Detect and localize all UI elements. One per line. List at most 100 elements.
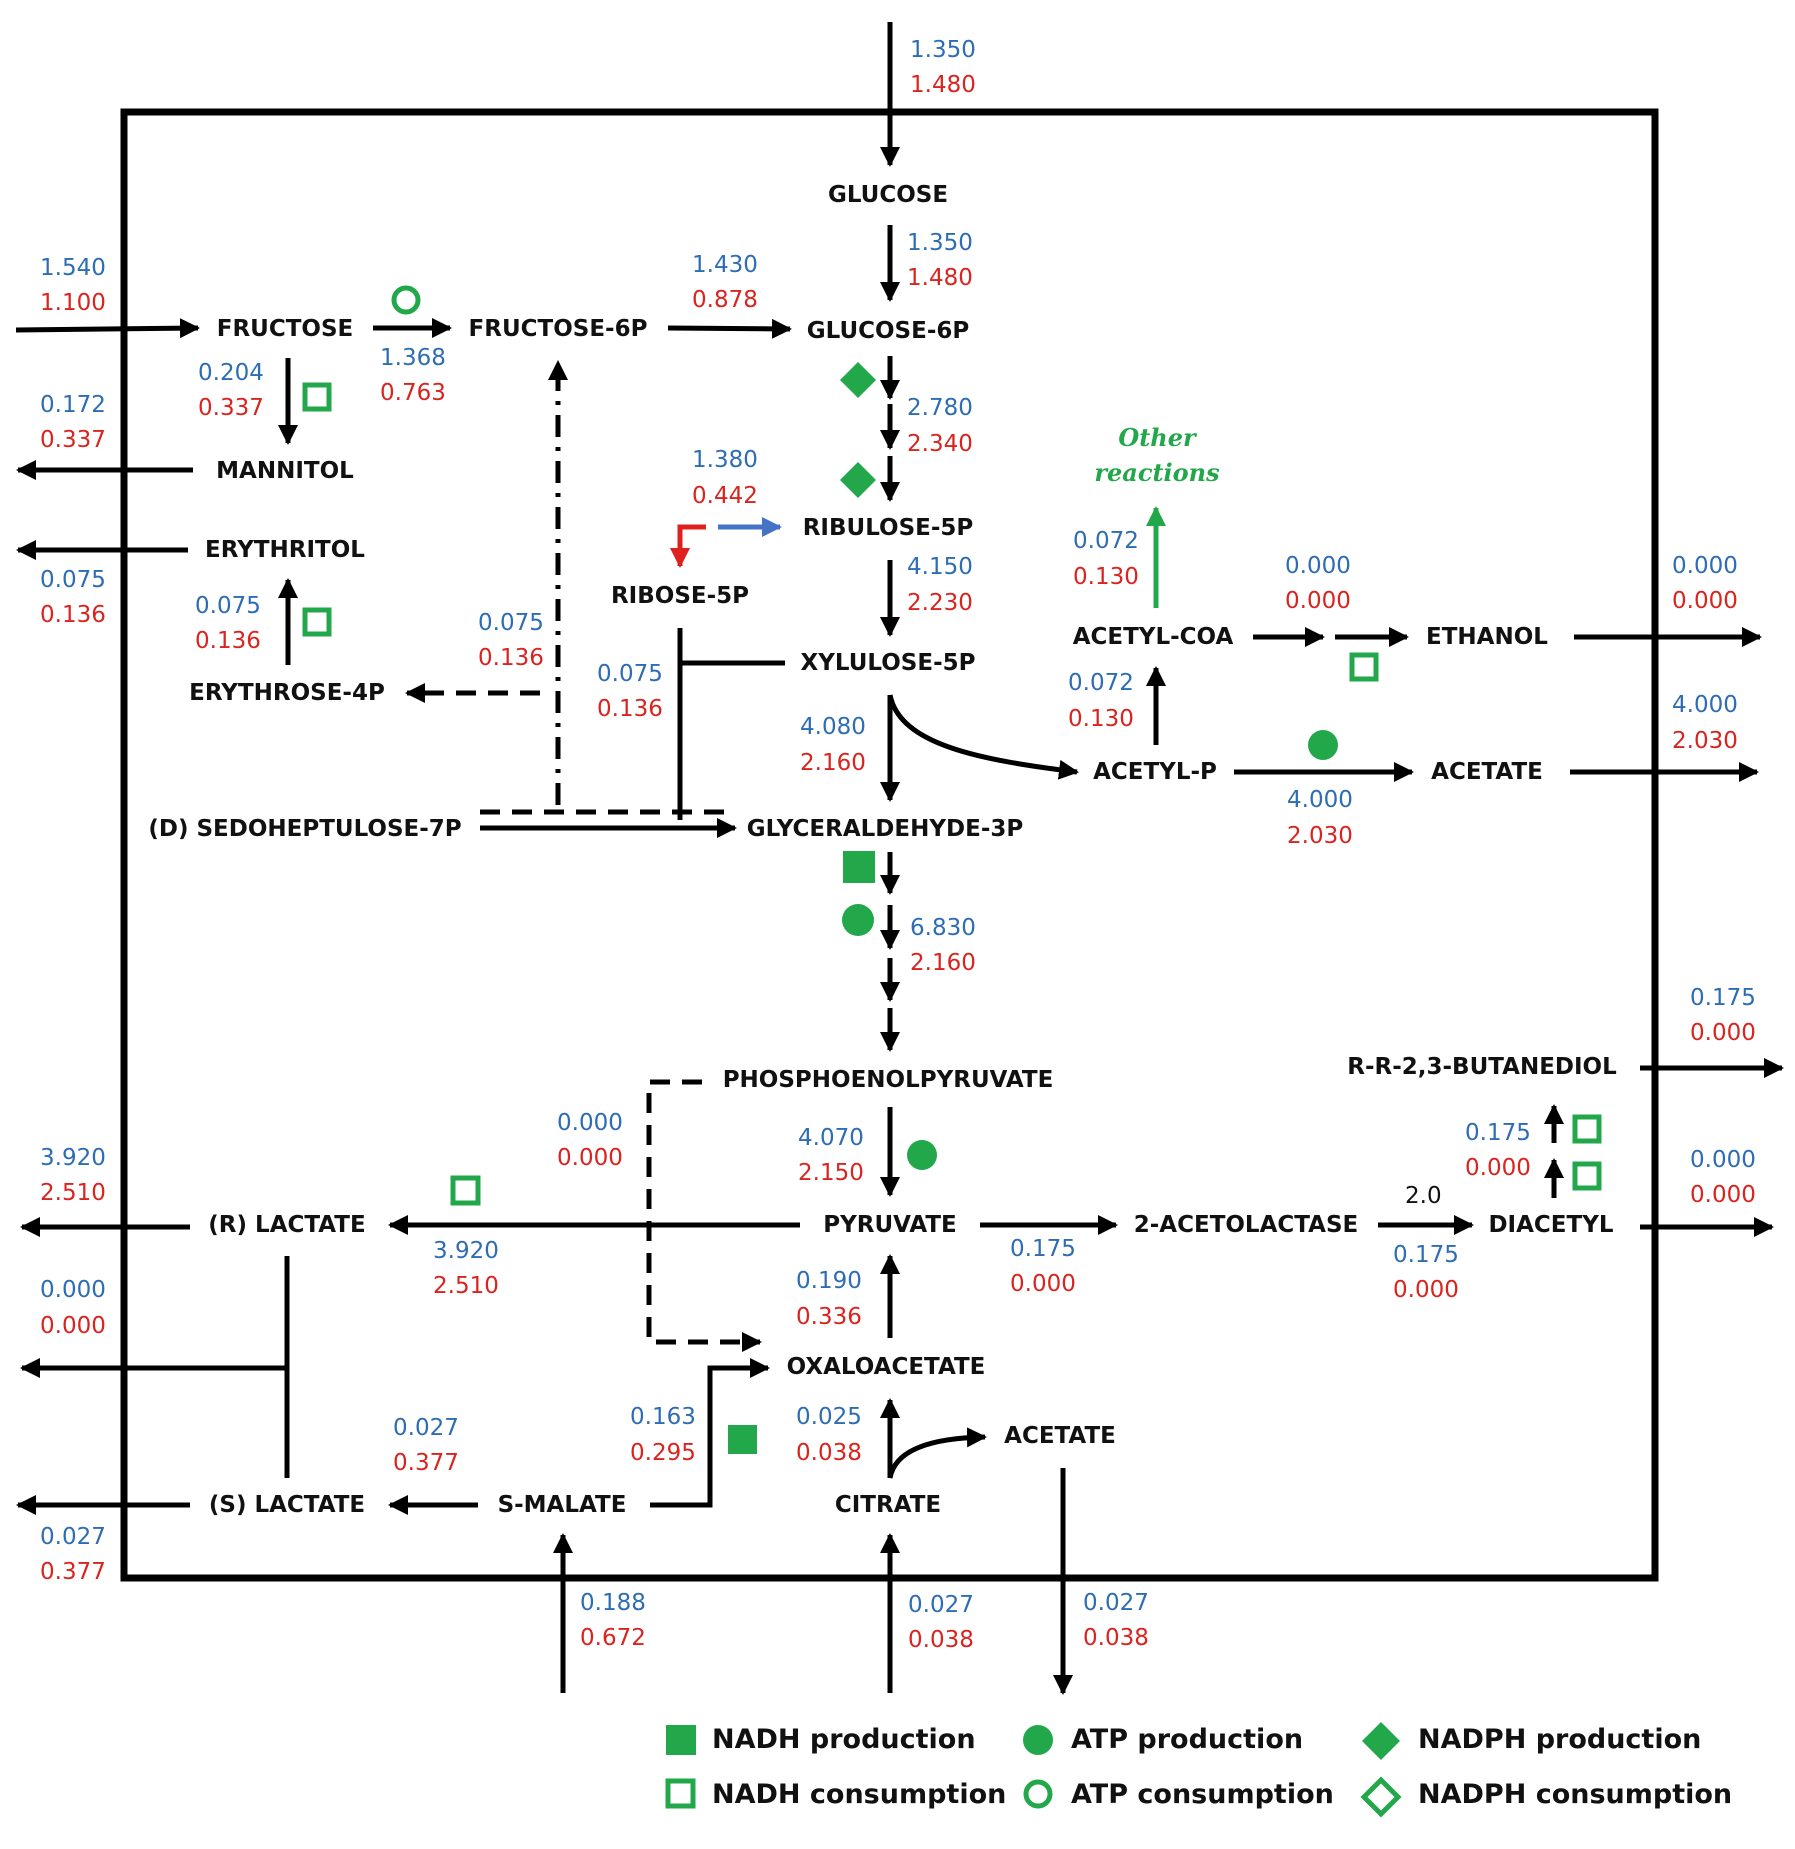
- flux-red: 0.878: [692, 287, 758, 313]
- flux-blue: 0.025: [796, 1404, 862, 1430]
- node-pyruvate: PYRUVATE: [823, 1212, 957, 1238]
- flux-blue: 6.830: [910, 915, 976, 941]
- flux-red: 0.136: [597, 696, 663, 722]
- flux-red: 0.337: [198, 395, 264, 421]
- flux-red: 0.000: [1690, 1182, 1756, 1208]
- metabolite-labels: GLUCOSE FRUCTOSE FRUCTOSE-6P GLUCOSE-6P …: [148, 182, 1617, 1518]
- node-diacetyl: DIACETYL: [1488, 1212, 1613, 1238]
- cofactor-markers: [302, 285, 1602, 1454]
- arrow-f6p-to-g6p: [667, 318, 792, 339]
- node-acetyl-p: ACETYL-P: [1093, 759, 1217, 785]
- legend-nadh-production: NADH production: [712, 1724, 976, 1755]
- nadh-production-icon: [666, 1725, 696, 1755]
- flux-blue: 0.072: [1068, 670, 1134, 696]
- flux-blue: 1.350: [907, 230, 973, 256]
- flux-red: 0.672: [580, 1625, 646, 1651]
- flux-red: 0.295: [630, 1440, 696, 1466]
- flux-red: 0.337: [40, 427, 106, 453]
- nadph-production-icon: [840, 462, 876, 498]
- flux-red: 2.230: [907, 590, 973, 616]
- atp-production-icon: [842, 904, 874, 936]
- flux-red: 2.150: [798, 1160, 864, 1186]
- flux-blue: 0.175: [1393, 1242, 1459, 1268]
- flux-red: 1.480: [910, 72, 976, 98]
- flux-red: 0.000: [1672, 588, 1738, 614]
- node-erythrose-4p: ERYTHROSE-4P: [189, 680, 385, 706]
- flux-red: 2.510: [433, 1273, 499, 1299]
- arrow-malate-to-oxaloacetate: [650, 1358, 770, 1508]
- node-sedoheptulose-7p: (D) SEDOHEPTULOSE-7P: [148, 816, 461, 842]
- legend-nadph-consumption: NADPH consumption: [1418, 1779, 1732, 1810]
- arrow-fructose-in: [15, 318, 200, 339]
- node-citrate: CITRATE: [835, 1492, 941, 1518]
- flux-red: 0.130: [1068, 706, 1134, 732]
- other-reactions-label-1: Other: [1118, 423, 1198, 452]
- flux-blue: 0.027: [393, 1415, 459, 1441]
- nadh-consumption-icon: [302, 382, 332, 412]
- flux-red: 2.160: [910, 950, 976, 976]
- node-acetate-top: ACETATE: [1431, 759, 1543, 785]
- flux-red: 0.136: [478, 645, 544, 671]
- flux-blue: 4.000: [1287, 787, 1353, 813]
- atp-production-icon: [1023, 1725, 1053, 1755]
- flux-blue: 0.027: [1083, 1590, 1149, 1616]
- flux-red: 0.038: [1083, 1625, 1149, 1651]
- node-acetate-bottom: ACETATE: [1004, 1423, 1116, 1449]
- flux-red: 0.136: [40, 602, 106, 628]
- nadh-consumption-icon: [1572, 1114, 1602, 1144]
- flux-blue: 0.075: [478, 610, 544, 636]
- flux-red: 2.340: [907, 431, 973, 457]
- flux-red: 0.763: [380, 380, 446, 406]
- node-r-r-butanediol: R-R-2,3-BUTANEDIOL: [1347, 1054, 1617, 1080]
- flux-red: 0.377: [393, 1450, 459, 1476]
- flux-red: 0.442: [692, 483, 758, 509]
- flux-blue: 0.075: [40, 567, 106, 593]
- flux-red: 0.000: [1690, 1020, 1756, 1046]
- flux-red: 2.030: [1672, 728, 1738, 754]
- flux-values: 1.350 1.480 1.350 1.480 1.540 1.100 1.36…: [40, 37, 1756, 1653]
- flux-blue: 0.000: [1285, 553, 1351, 579]
- flux-red: 0.130: [1073, 564, 1139, 590]
- nadph-consumption-icon: [1360, 1776, 1402, 1818]
- legend-atp-production: ATP production: [1071, 1724, 1303, 1755]
- flux-red: 0.000: [557, 1145, 623, 1171]
- arrow-xylulose-to-acetyl-p: [887, 694, 1079, 780]
- nadh-production-icon: [728, 1425, 757, 1454]
- flux-blue: 0.175: [1010, 1236, 1076, 1262]
- node-s-lactate: (S) LACTATE: [209, 1492, 365, 1518]
- flux-blue: 1.350: [910, 37, 976, 63]
- flux-blue: 4.080: [800, 714, 866, 740]
- flux-blue: 0.000: [557, 1110, 623, 1136]
- flux-red: 0.000: [1285, 588, 1351, 614]
- node-s-malate: S-MALATE: [498, 1492, 627, 1518]
- flux-red: 2.510: [40, 1180, 106, 1206]
- flux-blue: 0.175: [1465, 1120, 1531, 1146]
- nadh-consumption-icon: [450, 1175, 481, 1206]
- flux-blue: 0.175: [1690, 985, 1756, 1011]
- flux-red: 0.000: [1010, 1271, 1076, 1297]
- node-ribose-5p: RIBOSE-5P: [611, 583, 749, 609]
- arrow-citrate-to-acetate: [887, 1427, 987, 1479]
- arrow-ribulose-to-ribose-red: [670, 524, 706, 568]
- flux-red: 0.000: [40, 1313, 106, 1339]
- reaction-arrows: [15, 22, 1784, 1695]
- nadph-production-icon: [840, 362, 876, 398]
- flux-blue: 0.027: [40, 1524, 106, 1550]
- flux-blue: 0.172: [40, 392, 106, 418]
- node-erythritol: ERYTHRITOL: [205, 537, 365, 563]
- flux-red: 0.000: [1393, 1277, 1459, 1303]
- nadh-consumption-icon: [1349, 652, 1379, 682]
- atp-consumption-icon: [1023, 1779, 1053, 1809]
- flux-blue: 4.070: [798, 1125, 864, 1151]
- node-phosphoenolpyruvate: PHOSPHOENOLPYRUVATE: [723, 1067, 1054, 1093]
- node-ethanol: ETHANOL: [1426, 624, 1548, 650]
- node-glucose-6p: GLUCOSE-6P: [807, 318, 970, 344]
- flux-blue: 0.204: [198, 360, 264, 386]
- node-glucose: GLUCOSE: [828, 182, 948, 208]
- flux-red: 1.480: [907, 265, 973, 291]
- nadh-consumption-icon: [302, 607, 332, 637]
- node-xylulose-5p: XYLULOSE-5P: [801, 650, 976, 676]
- node-fructose-6p: FRUCTOSE-6P: [469, 316, 648, 342]
- flux-blue: 0.000: [40, 1277, 106, 1303]
